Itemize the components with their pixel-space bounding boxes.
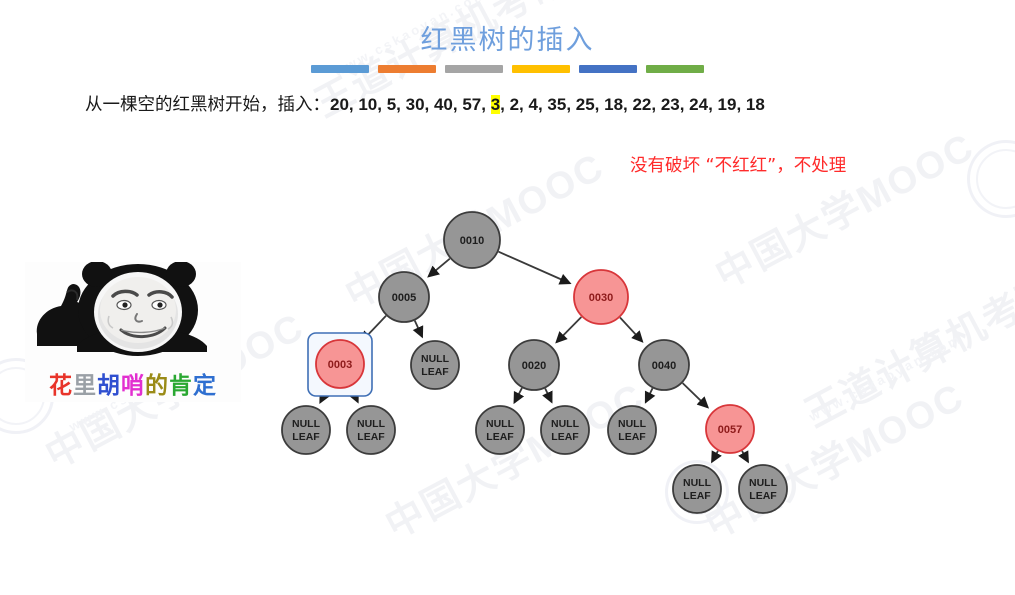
tree-node-circle: [607, 405, 657, 455]
tree-node-circle: [705, 404, 755, 454]
tree-edge: [682, 382, 710, 409]
tree-node-circle: [443, 211, 501, 269]
annotation-note: 没有破坏 “不红红”，不处理: [630, 156, 847, 176]
meme-caption-char-4: 的: [145, 373, 169, 399]
tree-node-0020[interactable]: 0020: [508, 339, 560, 391]
meme-caption-char-6: 定: [193, 373, 217, 399]
tree-node-circle: [672, 464, 722, 514]
meme-caption: 花里胡哨的肯定: [25, 366, 241, 400]
sequence-highlighted-value: 3: [490, 95, 501, 114]
tree-edge: [427, 257, 451, 278]
tree-node-circle: [475, 405, 525, 455]
accent-bar-2: [378, 65, 436, 73]
page-title: 红黑树的插入: [420, 25, 595, 56]
accent-bar-5: [579, 65, 637, 73]
tree-node-circle: [378, 271, 430, 323]
tree-node-0003[interactable]: 0003: [315, 339, 365, 389]
tree-edge: [711, 450, 722, 464]
accent-bar-group: [311, 65, 704, 73]
accent-bar-6: [646, 65, 704, 73]
tree-node-circle: [508, 339, 560, 391]
accent-bar-3: [445, 65, 503, 73]
sequence-after: , 2, 4, 35, 25, 18, 22, 23, 24, 19, 18: [500, 95, 765, 114]
meme-image: 花里胡哨的肯定: [25, 262, 241, 402]
tree-edge: [619, 316, 644, 343]
panda-meme-illustration: [36, 262, 207, 356]
sequence-before: 20, 10, 5, 30, 40, 57,: [330, 95, 491, 114]
tree-edge: [542, 388, 553, 404]
tree-node-0005[interactable]: 0005: [378, 271, 430, 323]
meme-caption-char-5: 肯: [169, 373, 193, 399]
tree-node-0040[interactable]: 0040: [638, 339, 690, 391]
tree-node-circle: [346, 405, 396, 455]
accent-bar-1: [311, 65, 369, 73]
tree-node-0010[interactable]: 0010: [443, 211, 501, 269]
tree-edge: [513, 387, 525, 405]
meme-caption-char-3: 哨: [121, 373, 145, 399]
tree-node-circle: [738, 464, 788, 514]
accent-bar-4: [512, 65, 570, 73]
tree-edge: [644, 387, 656, 404]
prompt-prefix: 从一棵空的红黑树开始，插入：: [85, 95, 330, 115]
tree-edge: [498, 250, 572, 285]
tree-edge: [738, 450, 749, 464]
meme-caption-char-0: 花: [49, 373, 73, 399]
tree-edge: [412, 320, 424, 339]
tree-node-circle: [281, 405, 331, 455]
meme-caption-char-2: 胡: [97, 373, 121, 399]
tree-node-circle: [638, 339, 690, 391]
tree-node-circle: [410, 340, 460, 390]
tree-node-0057[interactable]: 0057: [705, 404, 755, 454]
insert-sequence-line: 从一棵空的红黑树开始，插入：20, 10, 5, 30, 40, 57, 3, …: [85, 91, 765, 116]
tree-node-circle: [573, 269, 629, 325]
tree-edge: [555, 316, 582, 344]
meme-caption-char-1: 里: [73, 373, 97, 399]
tree-node-circle: [315, 339, 365, 389]
tree-node-circle: [540, 405, 590, 455]
tree-node-0030[interactable]: 0030: [573, 269, 629, 325]
